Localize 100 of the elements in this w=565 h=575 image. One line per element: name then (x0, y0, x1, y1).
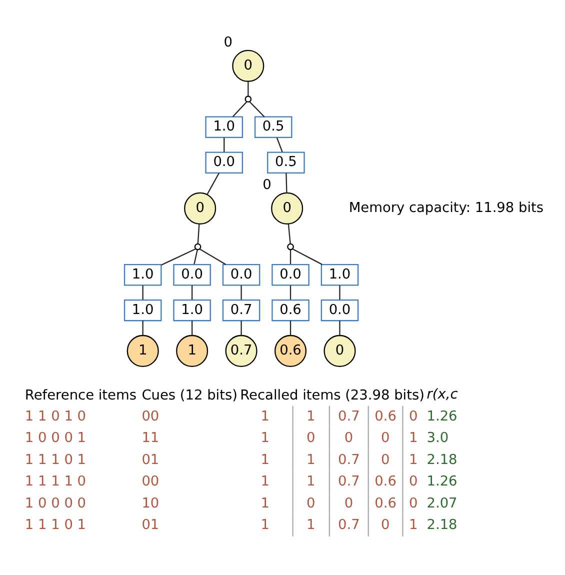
node-box: 0.0 (173, 263, 211, 286)
connector (339, 284, 340, 300)
node-box: 1.0 (124, 298, 162, 321)
label: Reference items (24, 387, 137, 404)
label: 0 (380, 430, 390, 446)
connector (232, 101, 247, 117)
label: 1 (408, 516, 418, 533)
connector (224, 137, 225, 152)
node-circle (244, 95, 252, 102)
node-circle: 0 (324, 334, 356, 366)
label: 1 (306, 516, 316, 533)
node-box: 1.0 (173, 298, 211, 321)
label: 01 (142, 451, 160, 468)
connector (192, 284, 193, 300)
label: 1 (408, 430, 418, 446)
connector (292, 248, 322, 264)
label: 0 (306, 430, 316, 446)
node-circle: 0.6 (274, 334, 307, 366)
label: 1 (260, 408, 270, 424)
connector (288, 223, 291, 244)
label: Recalled items (23.98 bits) (240, 387, 424, 404)
label: 0 (408, 494, 418, 511)
node-box: 0.7 (222, 298, 260, 321)
node-circle: 0 (184, 192, 216, 224)
node-label: 0 (262, 176, 272, 193)
label: 1 (408, 451, 418, 468)
label: Cues (12 bits) (142, 387, 238, 404)
label: 0 (344, 430, 354, 446)
label: 0.6 (374, 473, 396, 490)
label: r(x,c (426, 386, 458, 402)
connector (290, 284, 292, 300)
connector (339, 320, 340, 335)
label: 1.26 (426, 473, 458, 490)
label: 0 (306, 494, 316, 511)
node-box: 1.0 (124, 263, 162, 286)
node-box: 0.0 (222, 263, 260, 286)
label: 0.6 (374, 494, 396, 511)
label: Memory capacity: 11.98 bits (348, 199, 544, 216)
label: 3.0 (426, 430, 449, 446)
label: 0.7 (338, 473, 360, 490)
node-circle: 0.7 (225, 334, 258, 366)
label: 1 1 1 0 1 (24, 516, 86, 533)
label: 0.7 (338, 408, 360, 424)
label: 1 1 1 0 1 (24, 451, 86, 468)
label: 0 (344, 494, 354, 511)
connector (290, 320, 292, 335)
connector (142, 284, 144, 300)
label: 0.7 (338, 516, 360, 533)
label: 2.18 (426, 451, 458, 468)
label: 1 (260, 430, 270, 446)
label: 0 (408, 473, 418, 490)
node-box: 0.5 (267, 151, 305, 174)
node-box: 1.0 (205, 116, 243, 138)
label: 1 (260, 473, 270, 490)
connector (142, 320, 144, 335)
label: 0 (408, 408, 418, 424)
label: 1 (260, 494, 270, 511)
connector (199, 248, 226, 264)
label: 00 (142, 473, 160, 490)
node-box: 0.5 (254, 116, 292, 138)
connector (240, 284, 242, 300)
label: 1 1 0 1 0 (24, 408, 86, 424)
node-circle (287, 242, 294, 250)
connector (290, 249, 292, 264)
label: 1 (260, 516, 270, 533)
node-box: 0.6 (272, 298, 310, 321)
label: 1 1 1 1 0 (24, 473, 86, 490)
node-circle: 0 (271, 192, 304, 224)
node-circle: 1 (176, 334, 208, 366)
label: 1 (306, 473, 316, 490)
node-label: 0 (224, 34, 232, 50)
node-box: 0.0 (205, 151, 243, 174)
label: 1 (306, 408, 316, 424)
label: 1 0 0 0 0 (24, 494, 86, 511)
label: 1 (260, 451, 270, 468)
connector (206, 172, 220, 194)
connector (249, 100, 265, 117)
node-circle: 1 (126, 334, 159, 366)
node-box: 0.0 (272, 263, 310, 286)
node-box: 1.0 (320, 263, 359, 286)
node-circle: 0 (232, 49, 264, 82)
label: 1.26 (426, 408, 458, 424)
label: 1 0 0 0 1 (24, 430, 86, 446)
label: 11 (142, 430, 160, 446)
label: 2.07 (426, 494, 458, 511)
label: 10 (142, 494, 160, 511)
connector (192, 320, 193, 335)
label: 01 (142, 516, 160, 533)
connector (286, 172, 288, 192)
node-circle (194, 242, 202, 250)
label: 0 (380, 451, 390, 468)
label: 0 (380, 516, 390, 533)
connector (194, 249, 198, 264)
connector (240, 320, 242, 335)
label: 0.6 (374, 408, 396, 424)
node-box: 0.0 (320, 298, 359, 321)
connector (276, 137, 283, 152)
label: 0.7 (338, 451, 360, 468)
connector (197, 224, 200, 244)
label: 1 (306, 451, 316, 468)
